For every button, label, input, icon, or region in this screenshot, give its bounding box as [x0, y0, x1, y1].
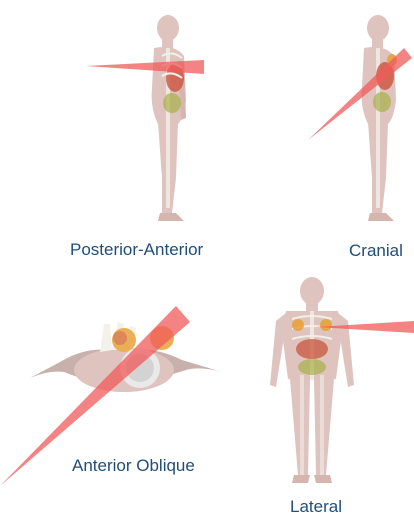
panel-lateral	[258, 275, 414, 487]
panel-posterior-anterior	[80, 8, 230, 233]
body-phantom-side-pa	[80, 8, 230, 233]
label-cranial: Cranial	[349, 241, 403, 261]
body-phantom-side-cranial	[300, 8, 414, 233]
body-phantom-front-lateral	[258, 275, 414, 487]
label-anterior-oblique: Anterior Oblique	[72, 456, 195, 476]
xray-beam-pa	[86, 60, 204, 74]
label-lateral: Lateral	[290, 497, 342, 517]
panel-cranial	[300, 8, 414, 233]
label-posterior-anterior: Posterior-Anterior	[70, 240, 203, 260]
xray-beam-cranial	[308, 48, 412, 140]
